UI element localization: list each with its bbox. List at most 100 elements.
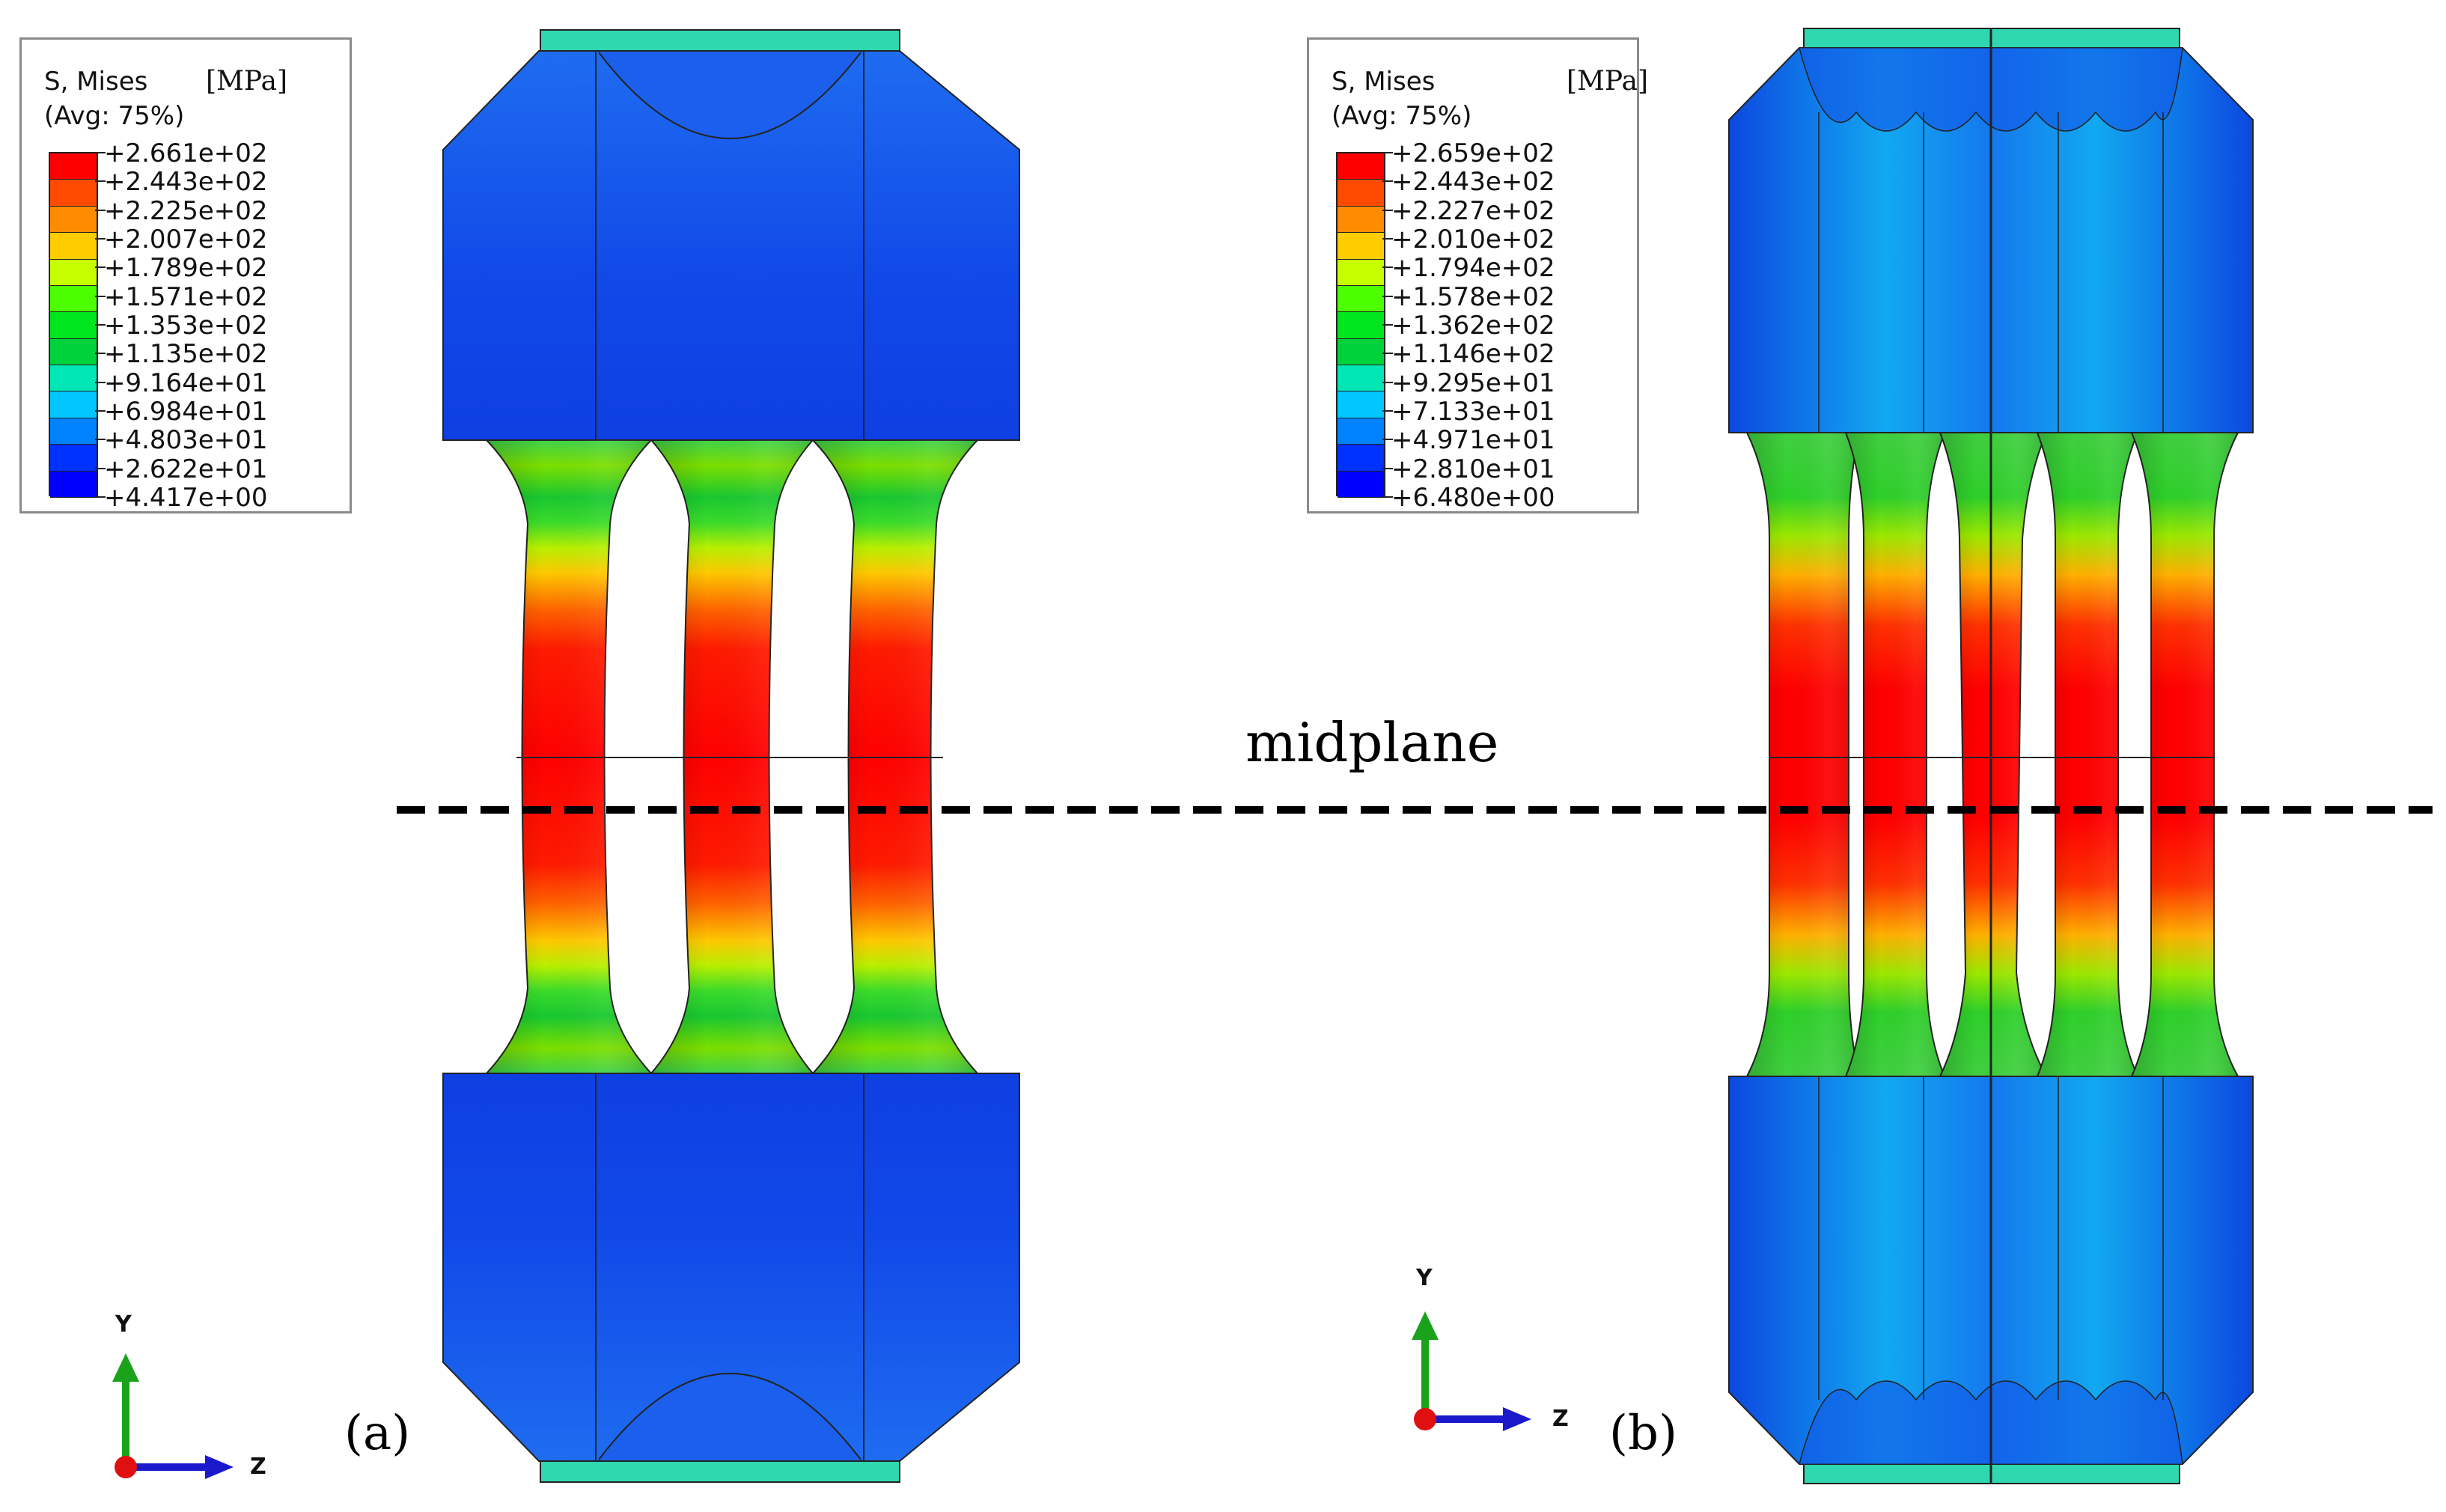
legend-color-segment <box>1338 418 1384 445</box>
legend-color-segment <box>50 365 97 392</box>
legend-tick <box>1382 410 1393 412</box>
legend-tick <box>1382 353 1393 355</box>
legend-color-segment <box>50 153 97 180</box>
axis-y-label: Y <box>115 1311 132 1338</box>
legend-value: +2.443e+02 <box>104 167 268 198</box>
legend-color-segment <box>1338 233 1384 260</box>
legend-value: +2.225e+02 <box>104 195 268 226</box>
legend-tick <box>1382 238 1393 240</box>
legend-color-segment <box>50 206 97 234</box>
legend-unit: [MPa] <box>206 66 288 97</box>
legend-tick <box>95 381 106 383</box>
legend-color-segment <box>50 233 97 260</box>
legend-b: S, Mises [MPa] (Avg: 75%) +2.659e+02+2.4… <box>1307 37 1648 513</box>
legend-color-bar <box>49 152 98 498</box>
legend-tick <box>95 439 106 441</box>
legend-color-segment <box>1338 391 1384 418</box>
legend-title: S, Mises <box>44 67 148 97</box>
legend-color-segment <box>50 338 97 365</box>
legend-color-segment <box>50 471 97 498</box>
legend-value: +2.810e+01 <box>1391 454 1555 484</box>
legend-color-segment <box>1338 206 1384 234</box>
legend-tick <box>95 238 106 240</box>
legend-color-segment <box>1338 285 1384 313</box>
axis-triad-a <box>112 1353 234 1479</box>
midplane-label: midplane <box>1245 711 1499 774</box>
legend-value: +4.417e+00 <box>104 483 268 513</box>
legend-tick <box>1382 324 1393 326</box>
legend-color-segment <box>50 285 97 313</box>
specimen-a <box>442 29 1020 1483</box>
legend-value: +1.353e+02 <box>104 311 268 341</box>
legend-tick <box>95 410 106 412</box>
legend-tick <box>1382 180 1393 183</box>
legend-tick <box>95 209 106 211</box>
specimen-b <box>1728 28 2254 1484</box>
legend-tick <box>95 467 106 469</box>
axis-y-label: Y <box>1416 1265 1433 1291</box>
legend-value: +1.135e+02 <box>104 339 268 370</box>
legend-color-segment <box>50 445 97 472</box>
legend-tick <box>1382 295 1393 297</box>
legend-title: S, Mises <box>1332 67 1436 97</box>
legend-subtitle: (Avg: 75%) <box>44 101 185 131</box>
legend-value: +2.622e+01 <box>104 454 268 484</box>
axis-z-label: Z <box>250 1454 266 1480</box>
axis-z-label: Z <box>1552 1406 1569 1432</box>
legend-tick <box>1382 381 1393 383</box>
legend-value: +9.164e+01 <box>104 368 268 398</box>
legend-value: +9.295e+01 <box>1391 368 1555 398</box>
legend-tick <box>95 180 106 183</box>
legend-color-segment <box>1338 471 1384 498</box>
legend-value: +2.661e+02 <box>104 138 268 168</box>
legend-value: +1.571e+02 <box>104 281 268 312</box>
legend-tick <box>1382 152 1393 153</box>
legend-color-segment <box>50 418 97 445</box>
legend-color-bar <box>1336 152 1385 498</box>
legend-value: +2.227e+02 <box>1391 195 1555 226</box>
legend-color-segment <box>1338 365 1384 392</box>
legend-color-segment <box>50 180 97 207</box>
legend-value: +2.010e+02 <box>1391 225 1555 254</box>
legend-value: +1.789e+02 <box>104 253 268 284</box>
legend-value: +4.971e+01 <box>1391 425 1555 456</box>
legend-color-segment <box>50 391 97 418</box>
legend-value: +7.133e+01 <box>1391 397 1555 427</box>
legend-tick <box>1382 496 1393 498</box>
legend-value: +1.578e+02 <box>1391 281 1555 312</box>
legend-color-segment <box>1338 153 1384 180</box>
legend-value: +1.794e+02 <box>1391 253 1555 284</box>
axis-triad-b <box>1412 1311 1531 1431</box>
legend-value: +1.146e+02 <box>1391 339 1555 370</box>
legend-value: +4.803e+01 <box>104 425 268 456</box>
legend-unit: [MPa] <box>1567 66 1649 97</box>
legend-value: +6.984e+01 <box>104 397 268 427</box>
legend-value: +1.362e+02 <box>1391 311 1555 341</box>
legend-color-segment <box>50 312 97 339</box>
legend-value: +2.007e+02 <box>104 225 268 254</box>
legend-tick <box>95 152 106 153</box>
legend-value: +2.443e+02 <box>1391 167 1555 198</box>
legend-tick <box>95 324 106 326</box>
legend-tick <box>95 353 106 355</box>
legend-color-segment <box>1338 312 1384 339</box>
panel-a-caption: (a) <box>344 1406 411 1461</box>
legend-color-segment <box>1338 445 1384 472</box>
legend-color-segment <box>50 259 97 286</box>
legend-value: +2.659e+02 <box>1391 138 1555 168</box>
panel-b-caption: (b) <box>1609 1406 1677 1461</box>
legend-tick <box>1382 467 1393 469</box>
legend-a: S, Mises [MPa] (Avg: 75%) +2.661e+02+2.4… <box>19 37 352 513</box>
legend-tick <box>1382 439 1393 441</box>
legend-color-segment <box>1338 180 1384 207</box>
legend-tick <box>1382 209 1393 211</box>
legend-value: +6.480e+00 <box>1391 483 1555 513</box>
legend-tick <box>95 496 106 498</box>
legend-subtitle: (Avg: 75%) <box>1332 101 1472 131</box>
legend-color-segment <box>1338 259 1384 286</box>
legend-tick <box>95 295 106 297</box>
legend-tick <box>95 266 106 269</box>
legend-color-segment <box>1338 338 1384 365</box>
legend-tick <box>1382 266 1393 269</box>
